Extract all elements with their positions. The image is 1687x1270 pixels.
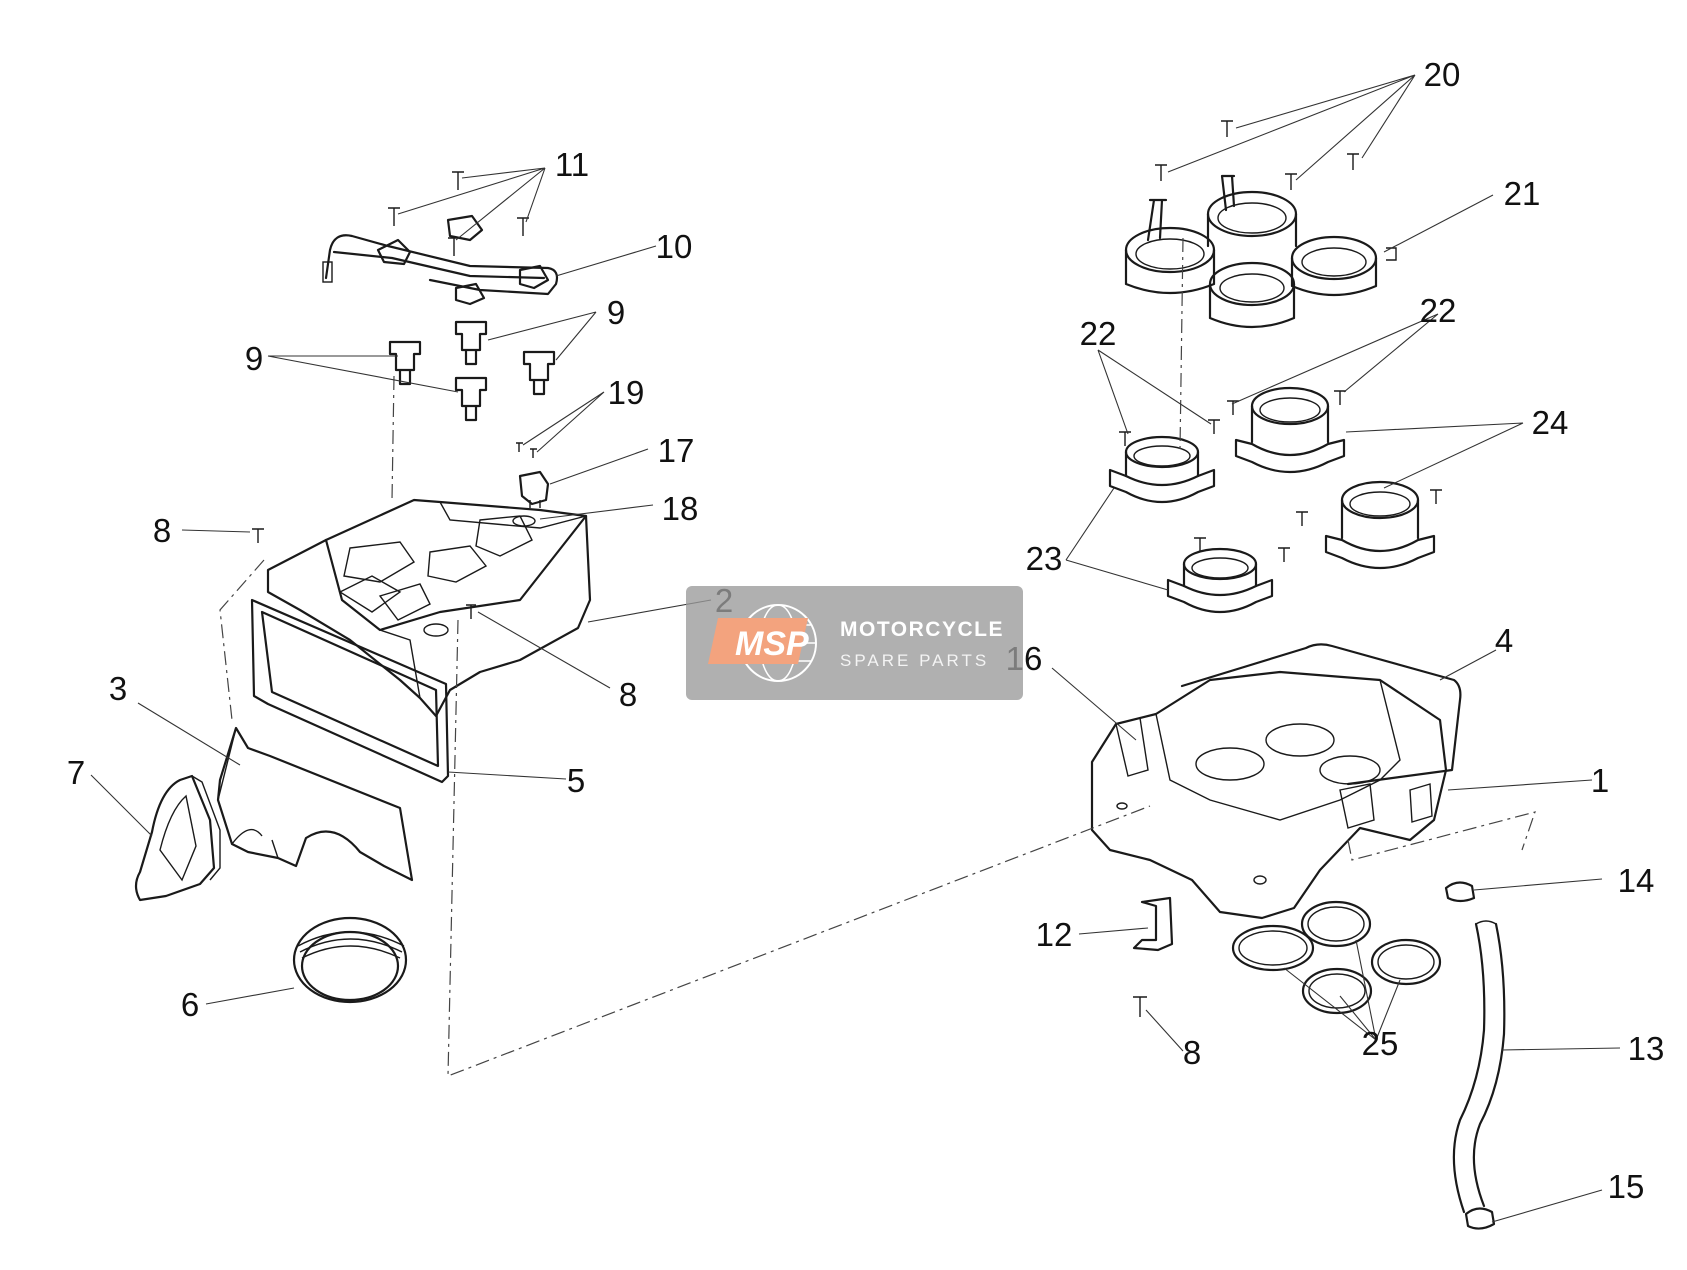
callout-numbers: 1 2 3 4 5 6 7 8 8 8 9 9 10 11 12 13 14 1… — [67, 56, 1665, 1205]
fuel-rail — [322, 214, 559, 306]
leader-lines — [90, 74, 1621, 1223]
watermark-line2: SPARE PARTS — [840, 651, 989, 670]
velocity-stack-plate — [1124, 174, 1397, 329]
o-rings — [1231, 900, 1442, 1015]
callout-4: 4 — [1495, 622, 1513, 659]
breather-hose — [1444, 881, 1506, 1230]
screws-11 — [388, 171, 529, 256]
seal-wire — [1180, 643, 1462, 786]
callout-20: 20 — [1424, 56, 1461, 93]
callout-24: 24 — [1532, 404, 1569, 441]
callout-22b: 22 — [1420, 292, 1457, 329]
callout-22a: 22 — [1080, 315, 1117, 352]
sensor-parts — [512, 442, 550, 527]
assembly-lines — [219, 237, 1536, 1077]
bracket — [1132, 896, 1174, 1017]
watermark: MSP MOTORCYCLE SPARE PARTS — [686, 586, 1023, 700]
rubber-boot — [134, 774, 221, 902]
watermark-background — [686, 586, 1023, 700]
callout-5: 5 — [567, 762, 585, 799]
screws-20 — [1155, 120, 1359, 190]
callout-14: 14 — [1618, 862, 1655, 899]
screws-8-left — [252, 528, 476, 619]
callout-18: 18 — [662, 490, 699, 527]
intake-duct — [216, 726, 414, 882]
callout-21: 21 — [1504, 175, 1541, 212]
callout-19: 19 — [608, 374, 645, 411]
callout-15: 15 — [1608, 1168, 1645, 1205]
callout-9b: 9 — [607, 294, 625, 331]
callout-8a: 8 — [153, 512, 171, 549]
callout-7: 7 — [67, 754, 85, 791]
callout-3: 3 — [109, 670, 127, 707]
callout-6: 6 — [181, 986, 199, 1023]
intake-ring — [292, 916, 408, 1004]
callout-9a: 9 — [245, 340, 263, 377]
callout-11: 11 — [555, 146, 589, 183]
watermark-logo: MSP — [735, 625, 809, 663]
callout-25: 25 — [1362, 1025, 1399, 1062]
airbox-cover — [266, 498, 592, 718]
callout-8b: 8 — [619, 676, 637, 713]
callout-17: 17 — [658, 432, 695, 469]
callout-12: 12 — [1036, 916, 1073, 953]
airbox-base — [1090, 670, 1448, 920]
callout-1: 1 — [1591, 762, 1609, 799]
air-filter — [250, 598, 450, 784]
callout-8c: 8 — [1183, 1034, 1201, 1071]
logo-badge — [708, 618, 808, 664]
adapters-24 — [1234, 386, 1436, 570]
callout-13: 13 — [1628, 1030, 1665, 1067]
callout-23: 23 — [1026, 540, 1063, 577]
callout-10: 10 — [656, 228, 693, 265]
watermark-line1: MOTORCYCLE — [840, 618, 1004, 641]
adapters-23 — [1108, 435, 1274, 613]
screws-22 — [1119, 390, 1442, 562]
fuel-injectors — [388, 320, 556, 422]
